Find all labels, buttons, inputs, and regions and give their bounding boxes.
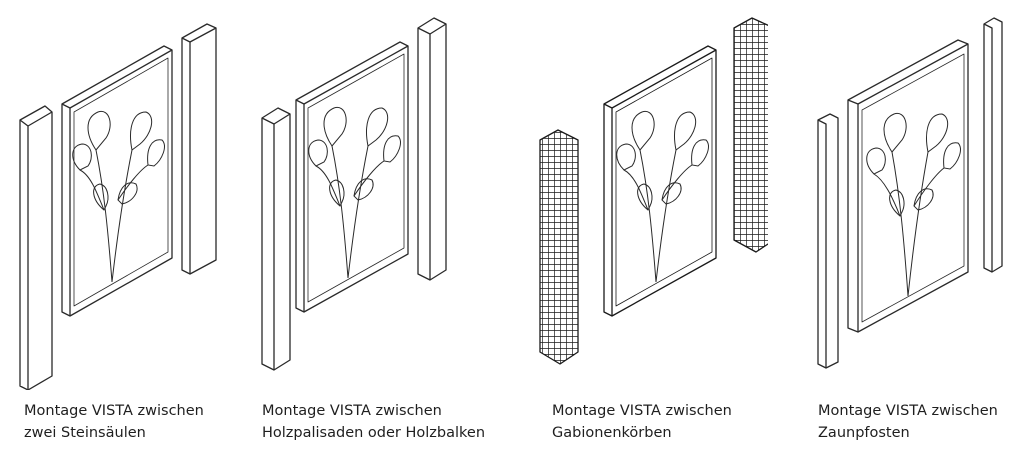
caption-line1: Montage VISTA zwischen xyxy=(552,403,732,419)
fence-post-right xyxy=(983,17,1003,273)
caption-line1: Montage VISTA zwischen xyxy=(818,403,998,419)
wood-post-right xyxy=(417,17,447,281)
caption-stone-pillars: Montage VISTA zwischen zwei Steinsäulen xyxy=(24,400,204,444)
caption-line1: Montage VISTA zwischen xyxy=(24,403,204,419)
scenario-wood-posts xyxy=(261,17,447,371)
scenario-stone-pillars xyxy=(19,23,217,390)
vista-panel xyxy=(295,41,409,313)
caption-gabions: Montage VISTA zwischen Gabionenkörben xyxy=(552,400,732,444)
vista-panel xyxy=(61,45,173,317)
ginkgo-motif xyxy=(308,106,401,279)
caption-line2: zwei Steinsäulen xyxy=(24,425,146,441)
caption-line2: Gabionenkörben xyxy=(552,425,672,441)
scenario-gabions xyxy=(539,17,768,365)
caption-line2: Zaunpfosten xyxy=(818,425,910,441)
stone-pillar-right xyxy=(181,23,217,275)
ginkgo-motif xyxy=(616,110,709,283)
vista-panel xyxy=(603,45,717,317)
caption-line1: Montage VISTA zwischen xyxy=(262,403,442,419)
wood-post-left xyxy=(261,107,291,371)
caption-fence-posts: Montage VISTA zwischen Zaunpfosten xyxy=(818,400,998,444)
fence-post-left xyxy=(817,113,839,369)
gabion-basket-right xyxy=(733,17,768,253)
stone-pillar-left xyxy=(19,105,53,390)
ginkgo-motif xyxy=(72,110,165,283)
caption-line2: Holzpalisaden oder Holzbalken xyxy=(262,425,486,441)
gabion-basket-left xyxy=(539,129,579,365)
vista-panel xyxy=(847,39,969,333)
scenario-fence-posts xyxy=(817,17,1003,369)
caption-wood-posts: Montage VISTA zwischen Holzpalisaden ode… xyxy=(262,400,485,444)
ginkgo-motif xyxy=(866,112,961,297)
